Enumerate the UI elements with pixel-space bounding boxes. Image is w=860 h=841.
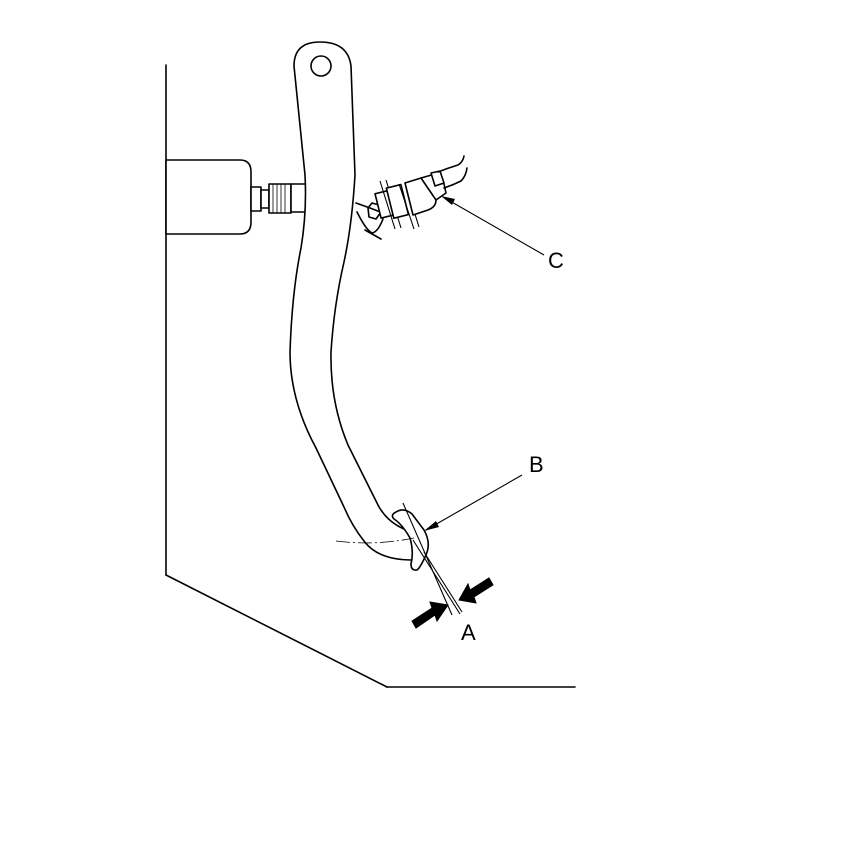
dimension-a-arrows bbox=[411, 577, 494, 629]
brake-booster bbox=[165, 159, 252, 235]
brake-light-switch bbox=[355, 155, 468, 240]
leader-arrow-b bbox=[424, 521, 439, 531]
leader-arrow-c bbox=[441, 196, 455, 205]
pedal-arm bbox=[289, 41, 421, 561]
label-b: B bbox=[529, 452, 544, 477]
leader-line-b bbox=[425, 474, 523, 531]
pedal-travel-arc bbox=[335, 537, 415, 544]
leader-line-c bbox=[442, 196, 545, 256]
label-c: C bbox=[548, 248, 564, 273]
dimension-a-reference bbox=[402, 502, 463, 616]
label-a: A bbox=[461, 620, 476, 645]
pedal-pad bbox=[391, 509, 430, 571]
firewall-outline bbox=[165, 64, 576, 688]
